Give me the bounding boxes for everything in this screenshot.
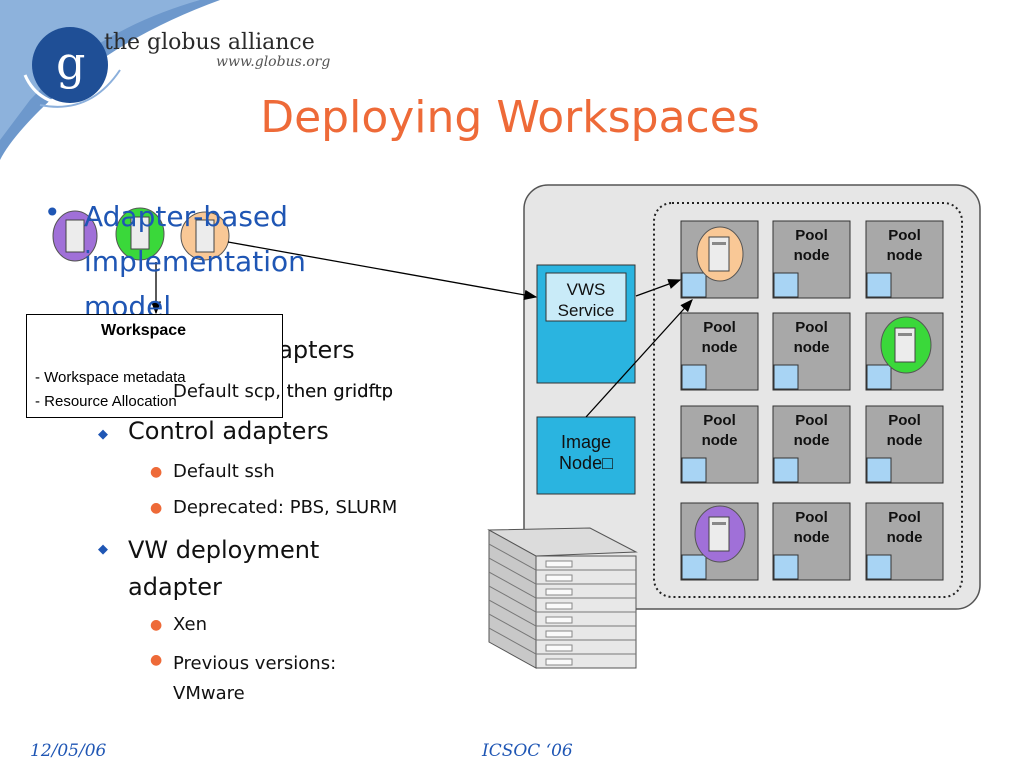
org-name: the globus alliance bbox=[104, 30, 315, 55]
dot-bullet-icon: ● bbox=[150, 500, 163, 516]
pool-node-grid bbox=[680, 220, 944, 581]
org-url[interactable]: www.globus.org bbox=[216, 54, 331, 70]
logo-letter: g bbox=[56, 36, 86, 90]
bullet-dot-icon: • bbox=[44, 196, 61, 229]
dot-bullet-icon: ● bbox=[150, 617, 163, 633]
workspace-box-metadata: - Workspace metadata bbox=[35, 369, 186, 386]
workspace-purple-cloud-icon bbox=[694, 505, 746, 563]
bullet-control-deprecated: Deprecated: PBS, SLURM bbox=[173, 497, 398, 518]
dot-bullet-icon: ● bbox=[150, 652, 163, 668]
vws-service-label: VWS Service bbox=[557, 280, 615, 320]
slide-title: Deploying Workspaces bbox=[260, 92, 760, 143]
workspace-orange-cloud-icon bbox=[696, 226, 744, 282]
arrow-image-node-to-pool bbox=[585, 299, 693, 418]
bullet-vw-xen: Xen bbox=[173, 614, 208, 635]
globus-logo-icon bbox=[32, 27, 108, 103]
arrow-vws-to-node bbox=[635, 279, 682, 297]
diamond-bullet-icon: ◆ bbox=[98, 542, 108, 557]
bullet-control-adapters: Control adapters bbox=[128, 417, 329, 445]
image-node-label: Image Node□ bbox=[559, 432, 613, 473]
workspace-images-icon bbox=[52, 207, 230, 262]
footer-event: ICSOC ‘06 bbox=[482, 741, 573, 761]
pool-region bbox=[653, 202, 963, 598]
footer-date: 12/05/06 bbox=[30, 741, 107, 761]
workspace-info-box: Workspace - Workspace metadata - Resourc… bbox=[26, 314, 283, 418]
bullet-control-ssh: Default ssh bbox=[173, 461, 275, 482]
dot-bullet-icon: ● bbox=[150, 464, 163, 480]
workspace-box-title: Workspace bbox=[101, 322, 187, 339]
arrow-images-to-vws bbox=[227, 241, 538, 301]
diamond-bullet-icon: ◆ bbox=[98, 427, 108, 442]
bullet-vw-deployment: VW deployment adapter bbox=[128, 536, 320, 601]
image-node-box bbox=[536, 416, 636, 495]
server-rack-icon bbox=[487, 527, 638, 669]
bullet-vw-previous: Previous versions: VMware bbox=[173, 653, 337, 704]
bullet-adapter-model: Adapter-based implementation model bbox=[84, 200, 306, 323]
workspace-box-allocation: - Resource Allocation bbox=[35, 393, 177, 410]
workspace-green-cloud-icon bbox=[880, 316, 932, 374]
